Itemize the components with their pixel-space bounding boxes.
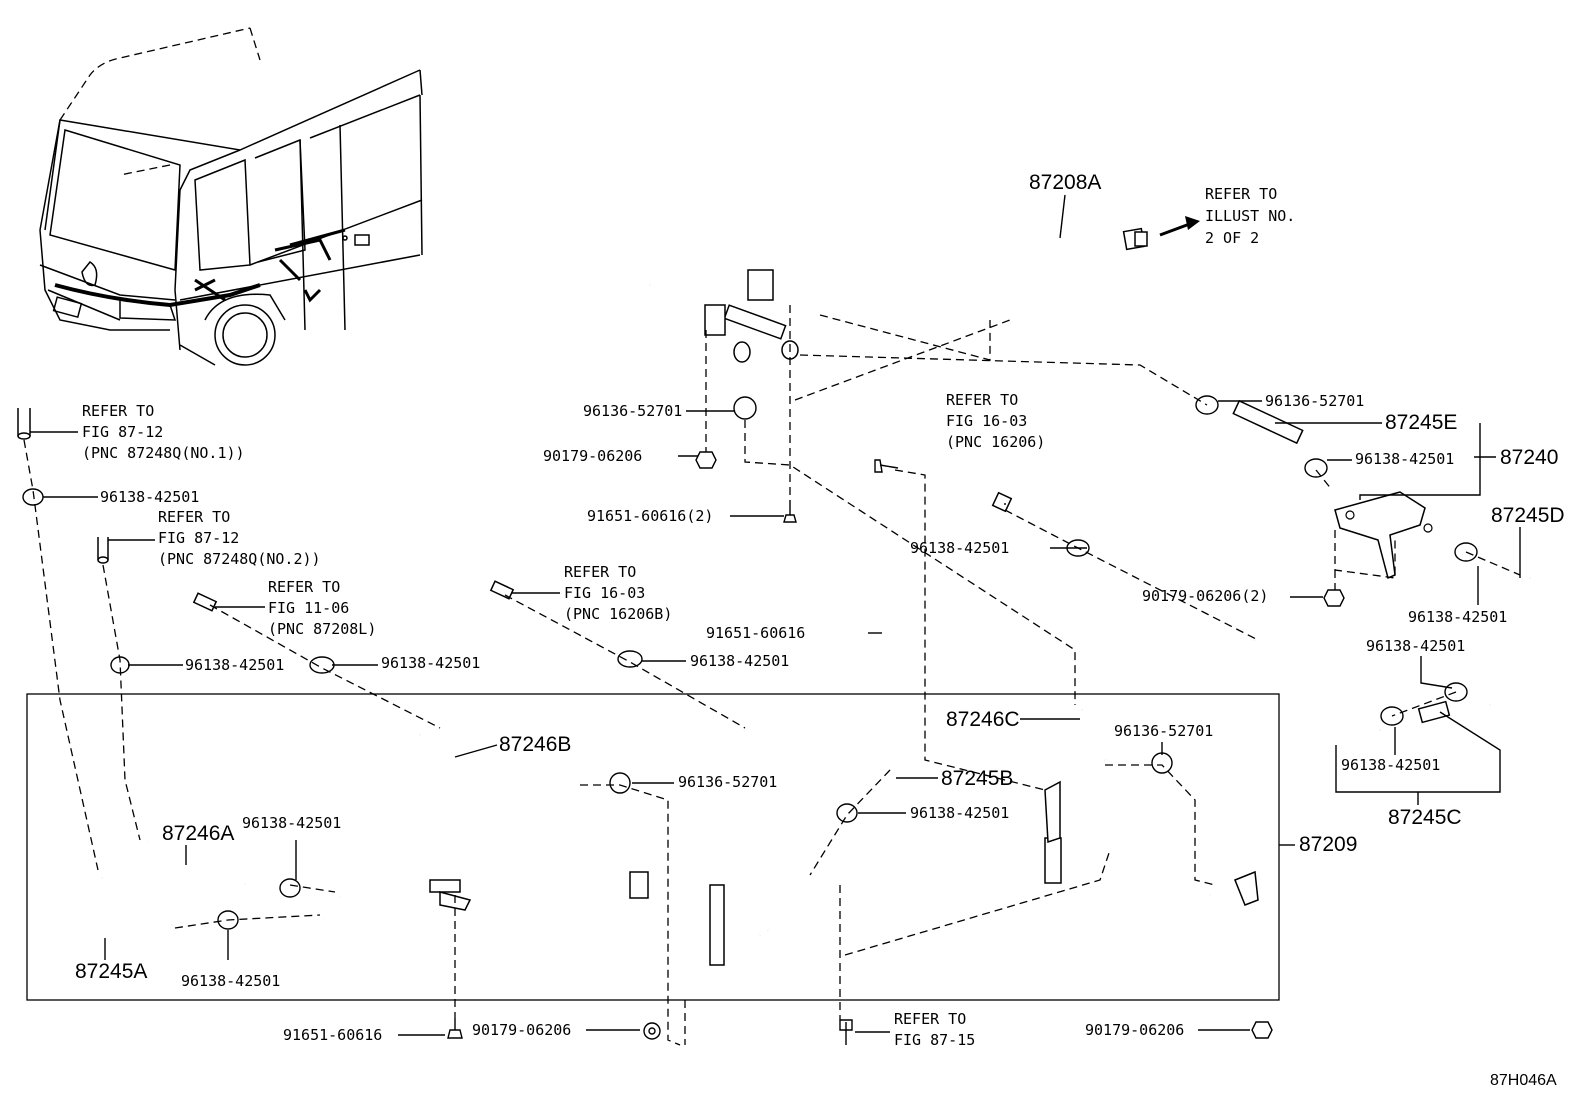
pn-label: 96136-52701 bbox=[678, 773, 777, 791]
part-87209: 87209 bbox=[1299, 833, 1357, 856]
refer-4-line2: FIG 16-03 bbox=[564, 584, 645, 602]
vehicle-illustration bbox=[39, 27, 423, 366]
pn-label: 90179-06206 bbox=[1085, 1021, 1184, 1039]
pn-label: 90179-06206 bbox=[472, 1021, 571, 1039]
labels: REFER TO FIG 87-12 (PNC 87248Q(NO.1)) 96… bbox=[75, 171, 1565, 1089]
pn-label: 96136-52701 bbox=[1114, 722, 1213, 740]
part-87246B: 87246B bbox=[499, 733, 571, 756]
assembly-87209-box bbox=[26, 693, 1280, 1001]
part-87245C: 87245C bbox=[1388, 806, 1462, 829]
part-87245D: 87245D bbox=[1491, 504, 1565, 527]
pn-label: 91651-60616(2) bbox=[587, 507, 713, 525]
part-87208A: 87208A bbox=[1029, 171, 1101, 194]
refer-5-line3: (PNC 16206) bbox=[946, 433, 1045, 451]
pn-label: 96138-42501 bbox=[910, 804, 1009, 822]
refer-3-line1: REFER TO bbox=[268, 578, 340, 596]
part-87246A: 87246A bbox=[162, 822, 234, 845]
part-87245B: 87245B bbox=[941, 767, 1013, 790]
pn-label: 90179-06206(2) bbox=[1142, 587, 1268, 605]
pn-label: 96138-42501 bbox=[185, 656, 284, 674]
illustration-id: 87H046A bbox=[1490, 1072, 1557, 1089]
pn-label: 96138-42501 bbox=[381, 654, 480, 672]
solid-leaders bbox=[30, 194, 1521, 1036]
refer-1-line3: (PNC 87248Q(NO.1)) bbox=[82, 444, 245, 462]
fastener-symbols bbox=[22, 395, 1478, 1045]
refer-5-line1: REFER TO bbox=[946, 391, 1018, 409]
refer-1-line1: REFER TO bbox=[82, 402, 154, 420]
pn-label: 96138-42501 bbox=[181, 972, 280, 990]
hose-drawings bbox=[86, 216, 1559, 984]
part-87245E: 87245E bbox=[1385, 411, 1457, 434]
pn-label: 96138-42501 bbox=[910, 539, 1009, 557]
pn-label: 96136-52701 bbox=[583, 402, 682, 420]
refer-5-line2: FIG 16-03 bbox=[946, 412, 1027, 430]
pn-label: 96138-42501 bbox=[690, 652, 789, 670]
part-87240: 87240 bbox=[1500, 446, 1558, 469]
refer-2-line1: REFER TO bbox=[158, 508, 230, 526]
refer-3-line3: (PNC 87208L) bbox=[268, 620, 376, 638]
refer-6-line2: ILLUST NO. bbox=[1205, 207, 1295, 225]
pn-label: 96138-42501 bbox=[1355, 450, 1454, 468]
pn-label: 96138-42501 bbox=[1341, 756, 1440, 774]
pn-label: 96136-52701 bbox=[1265, 392, 1364, 410]
pn-label: 96138-42501 bbox=[1408, 608, 1507, 626]
pn-label: 96138-42501 bbox=[1366, 637, 1465, 655]
refer-2-line2: FIG 87-12 bbox=[158, 529, 239, 547]
reference-tubes bbox=[17, 408, 1013, 612]
pn-label: 91651-60616 bbox=[706, 624, 805, 642]
refer-4-line3: (PNC 16206B) bbox=[564, 605, 672, 623]
refer-7-line1: REFER TO bbox=[894, 1010, 966, 1028]
refer-4-line1: REFER TO bbox=[564, 563, 636, 581]
pn-label: 90179-06206 bbox=[543, 447, 642, 465]
pn-label: 96138-42501 bbox=[242, 814, 341, 832]
part-87246C: 87246C bbox=[946, 708, 1020, 731]
pn-label: 91651-60616 bbox=[283, 1026, 382, 1044]
refer-3-line2: FIG 11-06 bbox=[268, 599, 349, 617]
refer-6-line3: 2 OF 2 bbox=[1205, 229, 1259, 247]
pn-label: 96138-42501 bbox=[100, 488, 199, 506]
refer-1-line2: FIG 87-12 bbox=[82, 423, 163, 441]
refer-2-line3: (PNC 87248Q(NO.2)) bbox=[158, 550, 321, 568]
part-87245A: 87245A bbox=[75, 960, 147, 983]
refer-7-line2: FIG 87-15 bbox=[894, 1031, 975, 1049]
refer-6-line1: REFER TO bbox=[1205, 185, 1277, 203]
